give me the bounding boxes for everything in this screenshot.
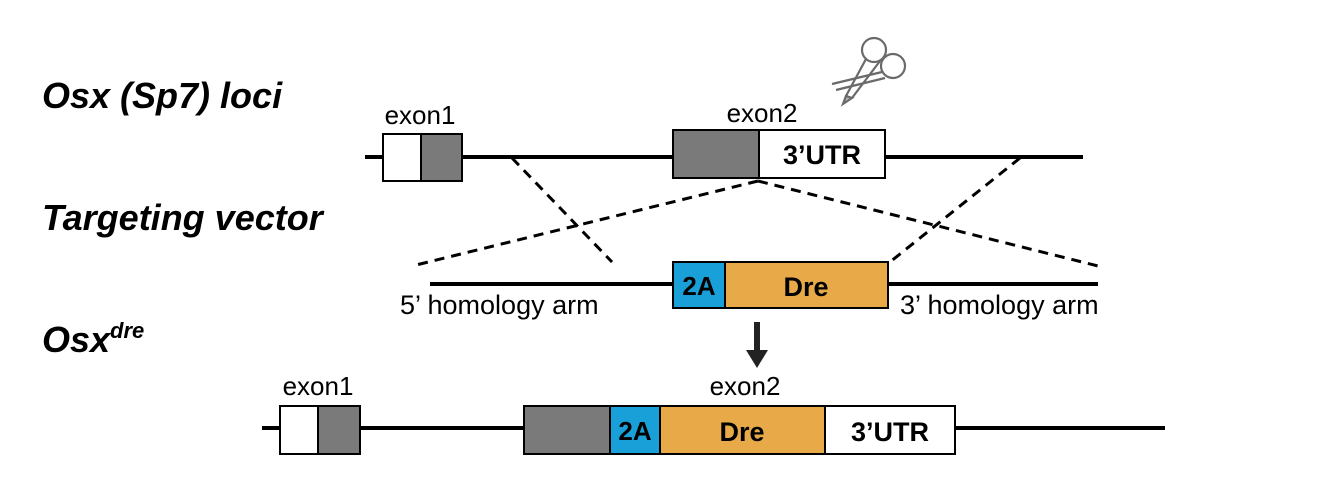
vector-title: Targeting vector: [42, 197, 325, 238]
result-title: Osxdre: [42, 318, 144, 360]
result-utr-box: [824, 405, 956, 455]
arm-3-label: 3’ homology arm: [900, 290, 1099, 320]
result-utr-label: 3’UTR: [851, 417, 929, 447]
result-title-base: Osx: [42, 319, 112, 360]
utr-box: [758, 129, 886, 179]
arrow-down-icon: [746, 322, 768, 368]
result-dre-label: Dre: [719, 417, 764, 447]
scissors-icon: [831, 36, 907, 107]
utr-label: 3’UTR: [783, 140, 861, 170]
result-2a-label: 2A: [618, 416, 651, 446]
result-exon1-label: exon1: [283, 371, 354, 401]
cassette-2a-label: 2A: [682, 271, 715, 301]
result-exon1-utr-box: [279, 405, 319, 455]
result-exon1-coding-box: [317, 405, 361, 455]
cassette-dre-label: Dre: [783, 272, 828, 302]
result-2a-box: [609, 405, 661, 455]
exon1-utr-box: [382, 133, 422, 182]
cassette-2a-box: [672, 261, 726, 309]
crossover-lines: [411, 156, 1099, 268]
exon2-coding-box: [672, 129, 760, 179]
loci-title: Osx (Sp7) loci: [42, 75, 283, 116]
arm-5-label: 5’ homology arm: [400, 290, 599, 320]
result-title-sup: dre: [110, 318, 144, 343]
result-exon2-label: exon2: [710, 371, 781, 401]
cassette-dre-box: [724, 261, 889, 309]
exon2-label: exon2: [727, 98, 798, 128]
result-exon2-coding-box: [523, 405, 611, 455]
exon1-label: exon1: [385, 100, 456, 130]
exon1-coding-box: [420, 133, 463, 182]
